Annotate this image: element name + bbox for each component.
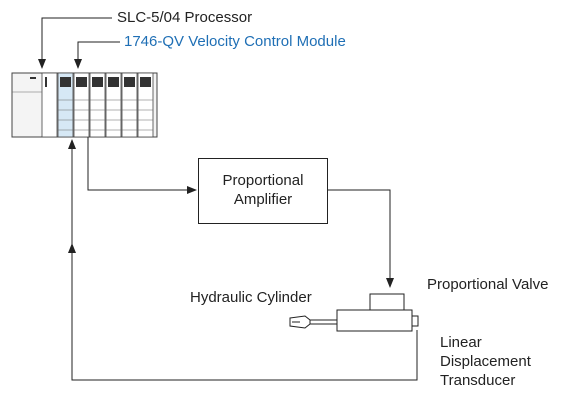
qv-module-label: 1746-QV Velocity Control Module xyxy=(124,33,346,50)
transducer-label-line3: Transducer xyxy=(440,372,516,389)
amplifier-to-valve-line xyxy=(326,189,394,288)
module-callout xyxy=(74,41,120,69)
transducer-label-line1: Linear xyxy=(440,334,482,351)
processor-label: SLC-5/04 Processor xyxy=(117,9,253,26)
processor-slot xyxy=(41,72,58,138)
proportional-valve-label: Proportional Valve xyxy=(427,276,549,293)
proportional-amplifier-box: Proportional Amplifier xyxy=(198,158,328,224)
amplifier-label-line1: Proportional xyxy=(222,172,304,189)
amplifier-label-line2: Amplifier xyxy=(233,191,293,208)
processor-callout xyxy=(38,17,112,69)
hydraulic-cylinder-drawing xyxy=(289,293,419,332)
transducer-label-line2: Displacement xyxy=(440,353,531,370)
feedback-line xyxy=(68,139,418,381)
output-to-amplifier-line xyxy=(87,137,197,194)
hydraulic-cylinder-label: Hydraulic Cylinder xyxy=(190,289,312,306)
slc-chassis xyxy=(11,72,158,138)
qv-module-slot xyxy=(57,72,74,138)
